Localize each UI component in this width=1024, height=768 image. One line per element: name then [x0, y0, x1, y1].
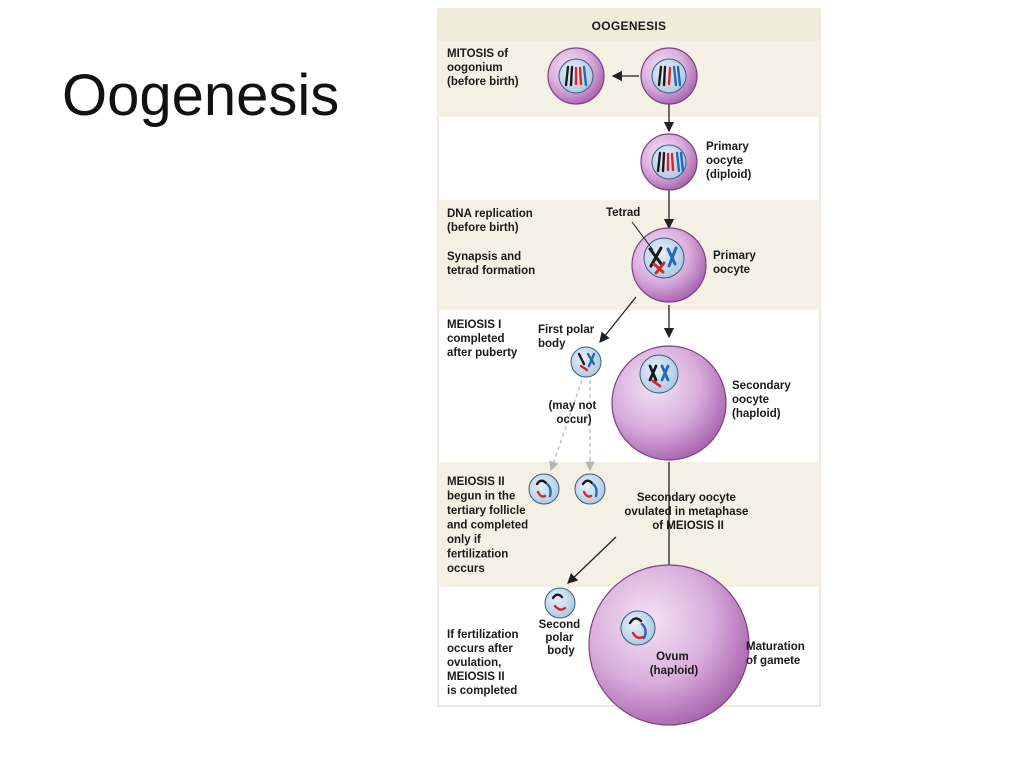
- polar-body-right: [574, 473, 606, 505]
- label-second-polar-body: Second polar body: [539, 619, 584, 657]
- header-band: [438, 9, 820, 41]
- label-primary-oocyte: Primary oocyte: [713, 250, 759, 276]
- label-ovum: Ovum (haploid): [650, 651, 699, 677]
- arrow-to-second-polar: [567, 536, 617, 584]
- band-dna-replication: [438, 200, 820, 310]
- figure-header: OOGENESIS: [592, 19, 667, 33]
- primary-oocyte-diploid-cell: [640, 133, 698, 191]
- label-tetrad: Tetrad: [606, 207, 640, 219]
- oogonium-cell-left: [547, 47, 605, 105]
- label-mitosis: MITOSIS of oogonium (before birth): [447, 48, 519, 88]
- label-if-fertilization: If fertilization occurs after ovulation,…: [447, 629, 522, 697]
- label-secondary-oocyte-haploid: Secondary oocyte (haploid): [732, 380, 794, 420]
- polar-body-left: [528, 473, 560, 505]
- band-meiosis2: [438, 462, 820, 587]
- second-polar-body-cell: [544, 587, 576, 619]
- secondary-oocyte-cell: [611, 345, 727, 461]
- label-primary-oocyte-diploid: Primary oocyte (diploid): [706, 141, 752, 181]
- slide-title: Oogenesis: [62, 63, 340, 128]
- label-dna-replication: DNA replication (before birth): [447, 208, 536, 234]
- arrow-to-first-polar: [599, 296, 637, 344]
- label-meiosis2: MEIOSIS II begun in the tertiary follicl…: [447, 476, 531, 575]
- label-secondary-ovulated: Secondary oocyte ovulated in metaphase o…: [624, 492, 751, 532]
- ovum-cell: [588, 564, 750, 726]
- oogonium-cell-right: [640, 47, 698, 105]
- tetrad-pointer: [631, 221, 654, 251]
- label-first-polar-body: First polar body: [538, 324, 597, 350]
- primary-oocyte-cell: [631, 227, 707, 303]
- label-maturation: Maturation of gamete: [746, 641, 808, 667]
- label-meiosis1: MEIOSIS I completed after puberty: [447, 319, 518, 359]
- first-polar-body-cell: [570, 346, 602, 378]
- label-may-not-occur: (may not occur): [548, 400, 599, 426]
- dashed-arrow-left: [549, 379, 583, 472]
- label-synapsis: Synapsis and tetrad formation: [447, 251, 535, 277]
- band-mitosis: [438, 41, 820, 117]
